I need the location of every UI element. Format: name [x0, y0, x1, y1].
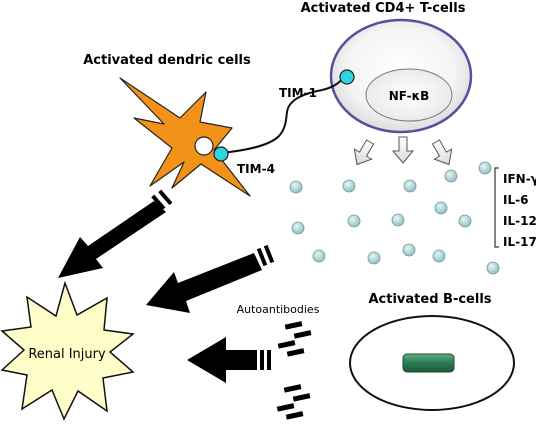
dendritic-cell-body	[119, 77, 251, 197]
autoantibody-bar	[276, 403, 295, 412]
cytokine-dot	[434, 201, 448, 215]
cytokine-dot	[486, 261, 500, 275]
cytokine-dot	[402, 243, 416, 257]
tim4-receptor	[213, 146, 229, 162]
autoantibody-fragments	[276, 321, 312, 420]
cytokine-label: IL-6	[503, 193, 528, 207]
secretion-arrow-right	[431, 139, 453, 166]
cytokine-dot	[312, 249, 326, 263]
renal-injury-label: Renal Injury	[28, 347, 106, 362]
dendric-cells-label: Activated dendric cells	[83, 53, 251, 68]
cytokine-dot	[403, 179, 417, 193]
cytokine-dot	[444, 169, 458, 183]
dendritic-cell-nucleus	[194, 136, 214, 156]
cytokine-dot	[289, 180, 303, 194]
tim-receptor-chain	[220, 75, 346, 154]
secretion-arrow-middle	[391, 136, 415, 164]
autoantibody-bar	[277, 340, 296, 349]
autoantibody-bar	[293, 330, 312, 339]
autoantibody-bar	[283, 384, 302, 393]
b-cell-organelle	[402, 353, 455, 373]
cytokine-label: IFN-γ	[503, 172, 536, 186]
cytokine-dot	[478, 161, 492, 175]
secretion-arrows	[353, 136, 453, 166]
cytokine-dot	[291, 221, 305, 235]
t-cells-label: Activated CD4+ T-cells	[301, 1, 466, 16]
cytokine-dot	[432, 249, 446, 263]
cytokine-dot	[342, 179, 356, 193]
autoantibodies-label: Autoantibodies	[237, 303, 320, 316]
secretion-arrow-left	[353, 139, 375, 166]
cytokine-label: IL-12	[503, 214, 536, 228]
cytokine-dots	[289, 161, 500, 275]
arrow-from-cytokines	[146, 244, 275, 313]
arrow-from-dendritic-cells	[58, 189, 173, 278]
autoantibody-bar	[292, 393, 311, 402]
autoantibody-bar	[284, 321, 303, 330]
tim1-receptor	[339, 69, 355, 85]
autoantibody-bar	[286, 348, 305, 357]
cytokine-dot	[458, 214, 472, 228]
nfkb-label: NF-κB	[389, 89, 430, 103]
autoantibody-bar	[285, 411, 304, 420]
cytokine-dot	[367, 251, 381, 265]
cytokine-dot	[391, 213, 405, 227]
arrow-from-autoantibodies	[187, 337, 271, 383]
t-cell-nucleus	[365, 68, 453, 122]
cytokine-bracket	[494, 167, 499, 248]
b-cells-label: Activated B-cells	[368, 292, 491, 307]
cytokine-dot	[347, 214, 361, 228]
renal-injury-star	[0, 280, 135, 421]
tim4-label: TIM-4	[237, 162, 275, 176]
cytokine-label: IL-17	[503, 235, 536, 249]
tim1-label: TIM-1	[279, 86, 317, 100]
